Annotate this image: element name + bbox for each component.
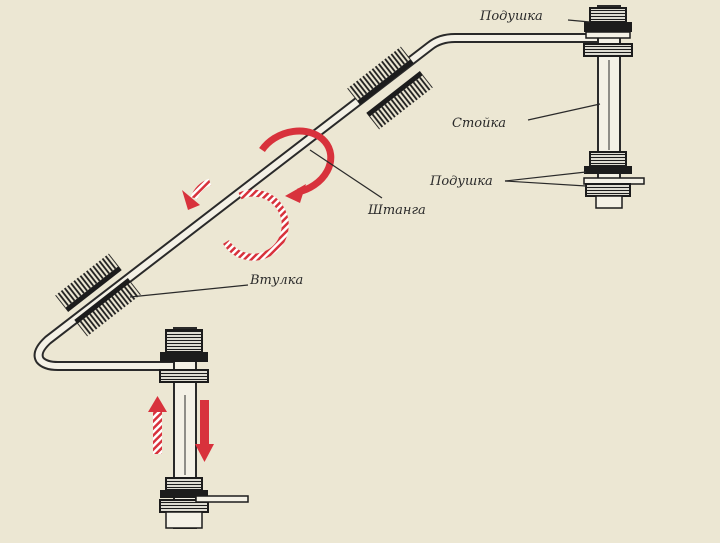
bushing-lower: [55, 253, 141, 337]
label-bushing: Втулка: [249, 273, 303, 288]
stabilizer-rod: [33, 33, 602, 371]
post-right: [583, 5, 645, 209]
post-left: [159, 327, 249, 529]
curved-arrow-icon: [259, 127, 335, 203]
arrow-up-striped-icon: [148, 396, 167, 454]
leader-lines: [129, 19, 601, 298]
label-post: Стойка: [452, 116, 506, 131]
label-rod: Штанга: [367, 203, 426, 218]
label-cushion-mid: Подушка: [429, 174, 493, 189]
bushing-upper: [347, 46, 433, 130]
label-cushion-top: Подушка: [479, 9, 543, 24]
arrow-down-icon: [195, 400, 214, 462]
curved-arrow-striped-icon: [182, 178, 289, 261]
